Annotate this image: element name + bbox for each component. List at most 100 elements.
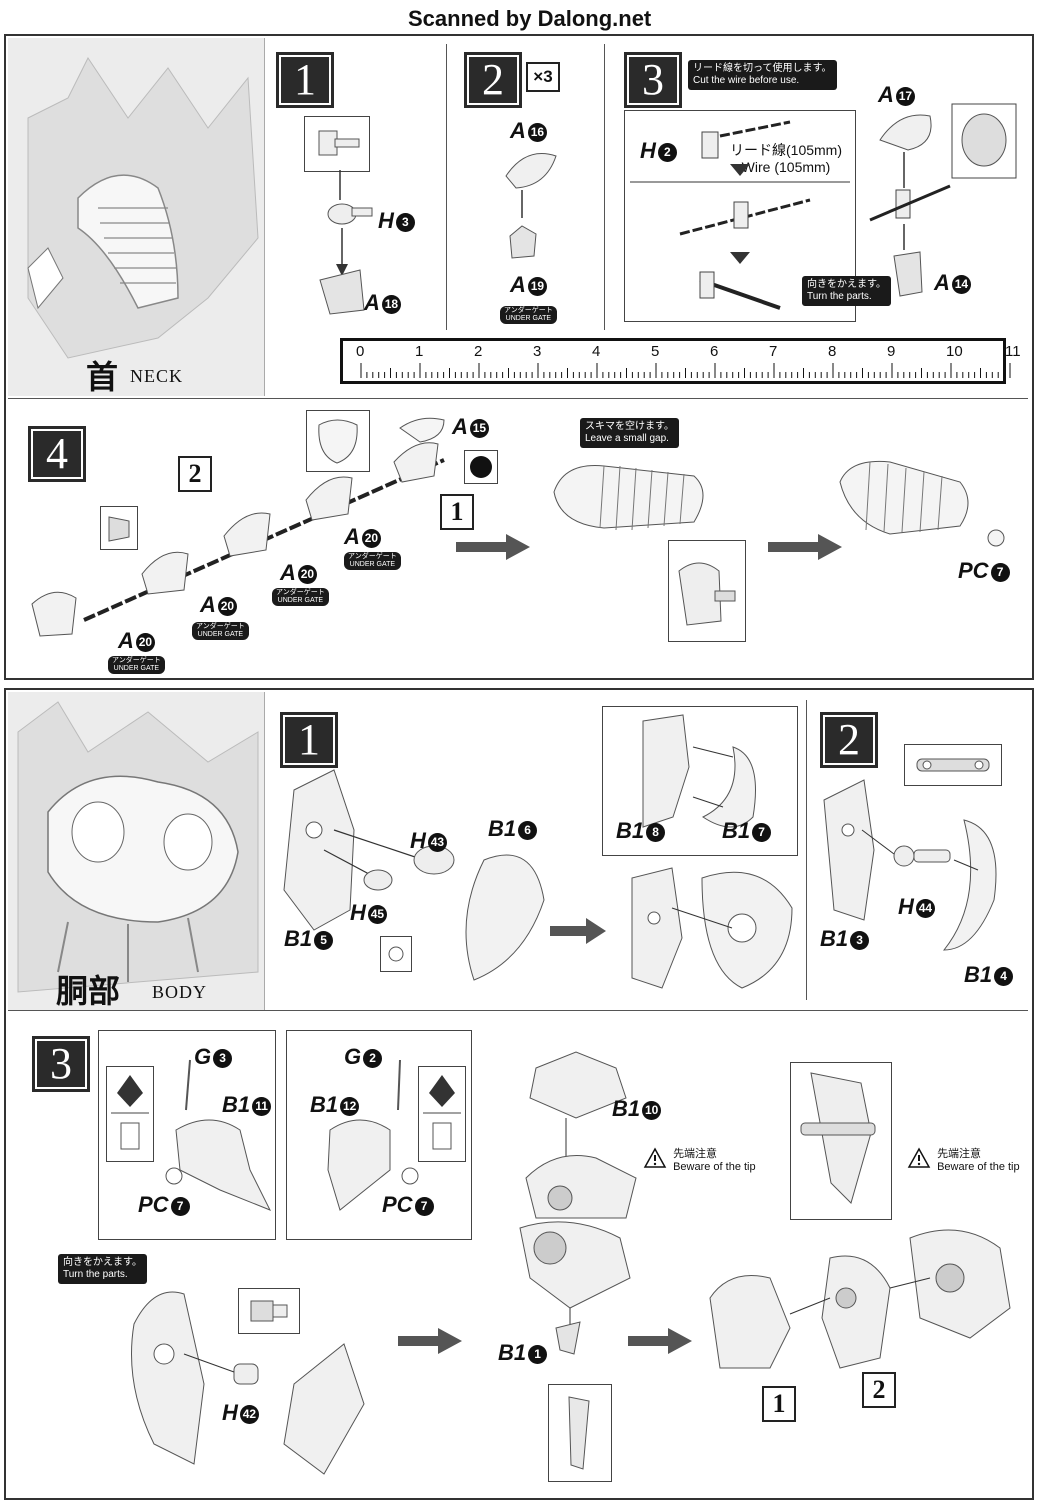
ruler-tick-label: 0	[356, 343, 365, 360]
divider	[8, 398, 1028, 399]
neck-step3-wire-label: リード線(105mm)Wire (105mm)	[730, 142, 843, 175]
watermark: Scanned by Dalong.net	[408, 6, 652, 31]
body-step1-result	[631, 867, 793, 989]
body-step3-inset-left	[106, 1066, 154, 1162]
body-step3-final-assembly	[709, 1229, 1011, 1369]
neck-step2-multiplier: ×3	[526, 62, 560, 92]
ruler-tick-label: 10	[946, 343, 963, 360]
body-reference-image	[8, 692, 265, 1010]
ruler-tick-label: 7	[769, 343, 778, 360]
neck-step4-detail-box	[306, 410, 370, 472]
body-illustration	[17, 701, 259, 993]
next-arrow	[628, 1328, 692, 1354]
ruler-tick-label: 6	[710, 343, 719, 360]
neck-step1-number: 1	[276, 52, 334, 108]
body-step3-tip-box	[548, 1384, 612, 1482]
body-step3-subparts	[165, 1059, 419, 1211]
neck-title-en: NECK	[130, 366, 183, 386]
body-step3-ref-2: 2	[862, 1372, 896, 1408]
ruler-tick-label: 3	[533, 343, 542, 360]
body-step3-turn-note: 向きをかえます。Turn the parts.	[58, 1254, 147, 1284]
body-step3-top-part	[525, 1051, 637, 1219]
next-arrow	[550, 918, 606, 944]
neck-step4-circle-icon	[464, 450, 498, 484]
ruler-tick-label: 2	[474, 343, 483, 360]
neck-segment-assembled	[553, 465, 704, 531]
body-title-en: BODY	[152, 982, 208, 1002]
next-arrow	[398, 1328, 462, 1354]
neck-segment-final	[839, 460, 1005, 547]
ruler-scale	[360, 363, 1011, 378]
neck-step4-small-box	[100, 506, 138, 550]
neck-step4-number: 4	[28, 426, 86, 482]
neck-reference-image	[8, 38, 265, 396]
neck-step4-gap-note: スキマを空けます。Leave a small gap.	[580, 418, 679, 448]
body-step3-assembly	[131, 1291, 365, 1475]
ruler-tick-label: 11	[1005, 343, 1021, 360]
body-step3-detail-box	[790, 1062, 892, 1220]
body-step1-number: 1	[280, 712, 338, 768]
body-step2-number: 2	[820, 712, 878, 768]
divider	[446, 44, 447, 330]
neck-step1-parts	[319, 170, 373, 315]
neck-step3-wire-diagram	[630, 120, 850, 310]
body-step1-parts	[283, 769, 545, 981]
neck-step3-assembly	[869, 103, 1017, 297]
neck-step2-number: 2	[464, 52, 522, 108]
next-arrow	[768, 534, 842, 560]
ruler-tick-label: 1	[415, 343, 424, 360]
neck-step3-number: 3	[624, 52, 682, 108]
divider	[604, 44, 605, 330]
ruler-tick-label: 9	[887, 343, 896, 360]
body-step3-mid-assembly	[519, 1221, 631, 1355]
ruler-tick-label: 5	[651, 343, 660, 360]
body-step3-number: 3	[32, 1036, 90, 1092]
neck-step1-detail-box	[304, 116, 370, 172]
next-arrow	[456, 534, 530, 560]
body-step3-peg-box	[238, 1288, 300, 1334]
body-step1-small-box	[380, 936, 412, 972]
ruler-tick-label: 4	[592, 343, 601, 360]
neck-step2-parts	[505, 153, 557, 259]
neck-title-jp: 首	[86, 359, 119, 395]
body-step2-parts	[823, 779, 997, 951]
body-title-jp: 胴部	[56, 973, 121, 1009]
neck-step4-ref-2: 2	[178, 456, 212, 492]
neck-step3-note: リード線を切って使用します。Cut the wire before use.	[688, 60, 837, 90]
